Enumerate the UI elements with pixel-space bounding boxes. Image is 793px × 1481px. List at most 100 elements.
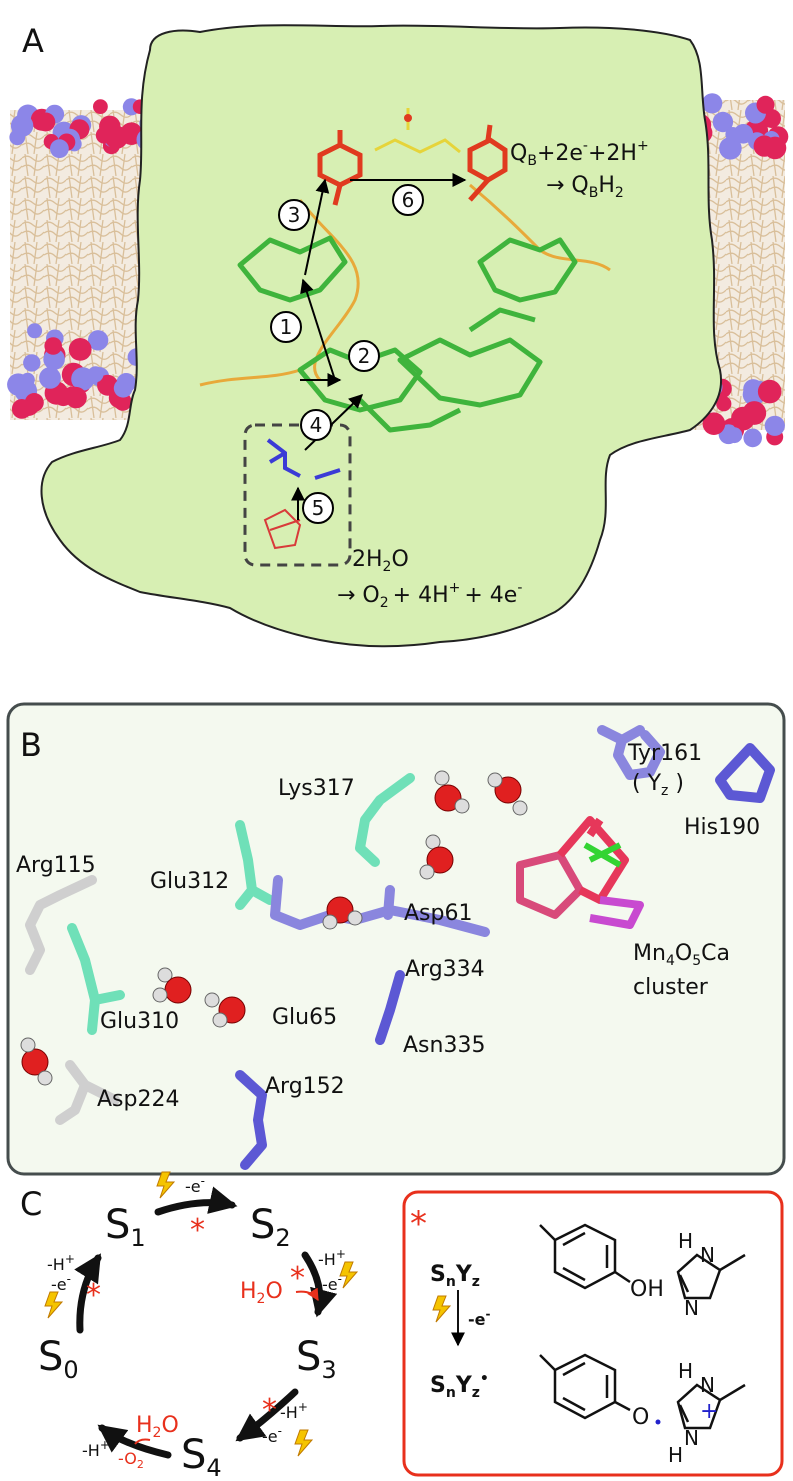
label-s2-s3-h: -H+	[318, 1247, 346, 1269]
box-top-species: SnYz	[430, 1262, 480, 1290]
imid-n-top: N	[700, 1243, 715, 1267]
svg-text:*: *	[290, 1261, 305, 1296]
label-s0-s1-e: -e-	[51, 1272, 71, 1294]
yz-reaction-box	[402, 1190, 784, 1477]
lipid-headgroup	[7, 373, 30, 396]
arg115-stick	[25, 875, 97, 975]
lipid-headgroup	[36, 112, 56, 132]
step-labels: 1 2 3 4 5 6	[270, 184, 424, 524]
state-s3: S3	[296, 1334, 337, 1384]
water-6	[204, 992, 246, 1028]
phenoxyl-o: O	[632, 1405, 649, 1430]
lipid-headgroup	[702, 412, 726, 436]
arrow-water-in-s2s3	[295, 1287, 319, 1302]
lipid-headgroup	[64, 386, 81, 403]
residue-labels: Tyr161 ( Yz ) His190 Lys317 Arg115 Glu31…	[16, 741, 760, 1112]
label-arg152: Arg152	[265, 1074, 345, 1099]
phenol-oh: OH	[630, 1277, 664, 1302]
water-2	[487, 772, 528, 816]
water-reaction-line1: 2H2O	[352, 547, 409, 575]
imidh-h-top: H	[678, 1359, 693, 1383]
mn-cluster-sticks	[516, 816, 644, 929]
lightning-icons	[44, 1171, 359, 1457]
lipid-headgroup	[23, 354, 41, 372]
panel-a: A	[7, 22, 789, 648]
state-s0: S0	[38, 1334, 79, 1384]
label-s2-s3-water: H2O	[240, 1279, 283, 1307]
step-6: 6	[392, 184, 424, 216]
arrow-s3-s4	[235, 1388, 299, 1442]
label-arg334: Arg334	[405, 957, 485, 982]
panel-c-label: C	[20, 1185, 42, 1223]
box-asterisk: *	[410, 1204, 427, 1244]
red-asterisks: * * * *	[86, 1213, 305, 1428]
lys317-stick	[355, 773, 415, 867]
state-s2: S2	[250, 1202, 291, 1252]
phenoxyl-structure	[539, 1353, 631, 1420]
lightning-icon-s1s2	[156, 1171, 176, 1199]
label-glu65: Glu65	[272, 1005, 337, 1030]
lipid-headgroup	[716, 396, 732, 412]
water-3	[419, 834, 454, 880]
step-3: 3	[278, 199, 310, 231]
imidazolium-structure	[676, 1383, 746, 1430]
step-4: 4	[300, 409, 332, 441]
water-7	[20, 1037, 53, 1086]
imidazole-structure	[676, 1253, 746, 1300]
label-arg115: Arg115	[16, 853, 96, 878]
lipid-headgroup	[762, 109, 781, 128]
phenol-structure	[539, 1223, 631, 1290]
arrow-s2-s3	[301, 1251, 338, 1318]
asp61-stick	[383, 885, 395, 920]
lipid-headgroup	[712, 111, 734, 133]
lipid-headgroup	[757, 379, 782, 404]
panel-b: B	[6, 702, 786, 1176]
lipid-headgroup	[11, 399, 32, 419]
glu312-stick	[235, 820, 275, 910]
lipid-headgroup	[27, 323, 43, 339]
box-bottom-species: SnYz•	[430, 1371, 489, 1401]
panel-b-label: B	[20, 726, 42, 764]
label-mn-cluster-line1: Mn4O5Ca	[633, 941, 730, 969]
imidh-n-top: N	[700, 1373, 715, 1397]
label-tyr161: Tyr161	[627, 741, 702, 766]
label-asn335: Asn335	[403, 1033, 485, 1058]
arrow-s4-s0	[97, 1424, 172, 1459]
label-s4-s0-water: H2O	[136, 1413, 179, 1441]
step-5: 5	[302, 492, 334, 524]
lipid-headgroup	[726, 427, 743, 444]
label-lys317: Lys317	[278, 776, 355, 801]
radical-dot-icon	[655, 1419, 661, 1425]
label-s3-s4-e: -e-	[262, 1424, 282, 1446]
asp224-stick	[55, 1060, 120, 1125]
lightning-icon-s2s3	[339, 1261, 359, 1289]
panel-c: C S1 S2 S3 S4 S0 * * * * -e-	[20, 1171, 784, 1481]
water-4	[322, 896, 363, 930]
lipid-headgroup	[719, 137, 742, 160]
svg-text:1: 1	[280, 315, 293, 339]
lipid-headgroup	[71, 367, 95, 391]
lipid-headgroup	[113, 392, 132, 411]
label-asp61: Asp61	[404, 901, 472, 926]
svg-text:5: 5	[312, 496, 325, 520]
lipid-headgroup	[725, 126, 741, 142]
lightning-icon-s0s1	[44, 1291, 64, 1319]
lipid-headgroup	[43, 348, 65, 371]
qb-reaction-line1: QB+2e-+2H+	[510, 138, 649, 169]
lipid-headgroup	[87, 330, 109, 351]
non-heme-iron	[374, 108, 461, 154]
state-s4: S4	[181, 1432, 222, 1481]
imid-h-top: H	[678, 1229, 693, 1253]
label-s4-s0-o2: -O2	[118, 1449, 144, 1471]
imidh-plus: +	[700, 1399, 718, 1424]
state-s1: S1	[105, 1202, 146, 1252]
water-molecules	[20, 770, 528, 1086]
water-reaction-line2: → O2+ 4H++ 4e-	[337, 580, 522, 611]
svg-text:*: *	[262, 1393, 277, 1428]
imid-n-bottom: N	[684, 1296, 699, 1320]
svg-text:6: 6	[402, 188, 415, 212]
lipid-headgroup	[50, 139, 69, 159]
step-1: 1	[270, 311, 302, 343]
label-s1-s2-e: -e-	[185, 1174, 205, 1196]
label-asp224: Asp224	[97, 1087, 179, 1112]
